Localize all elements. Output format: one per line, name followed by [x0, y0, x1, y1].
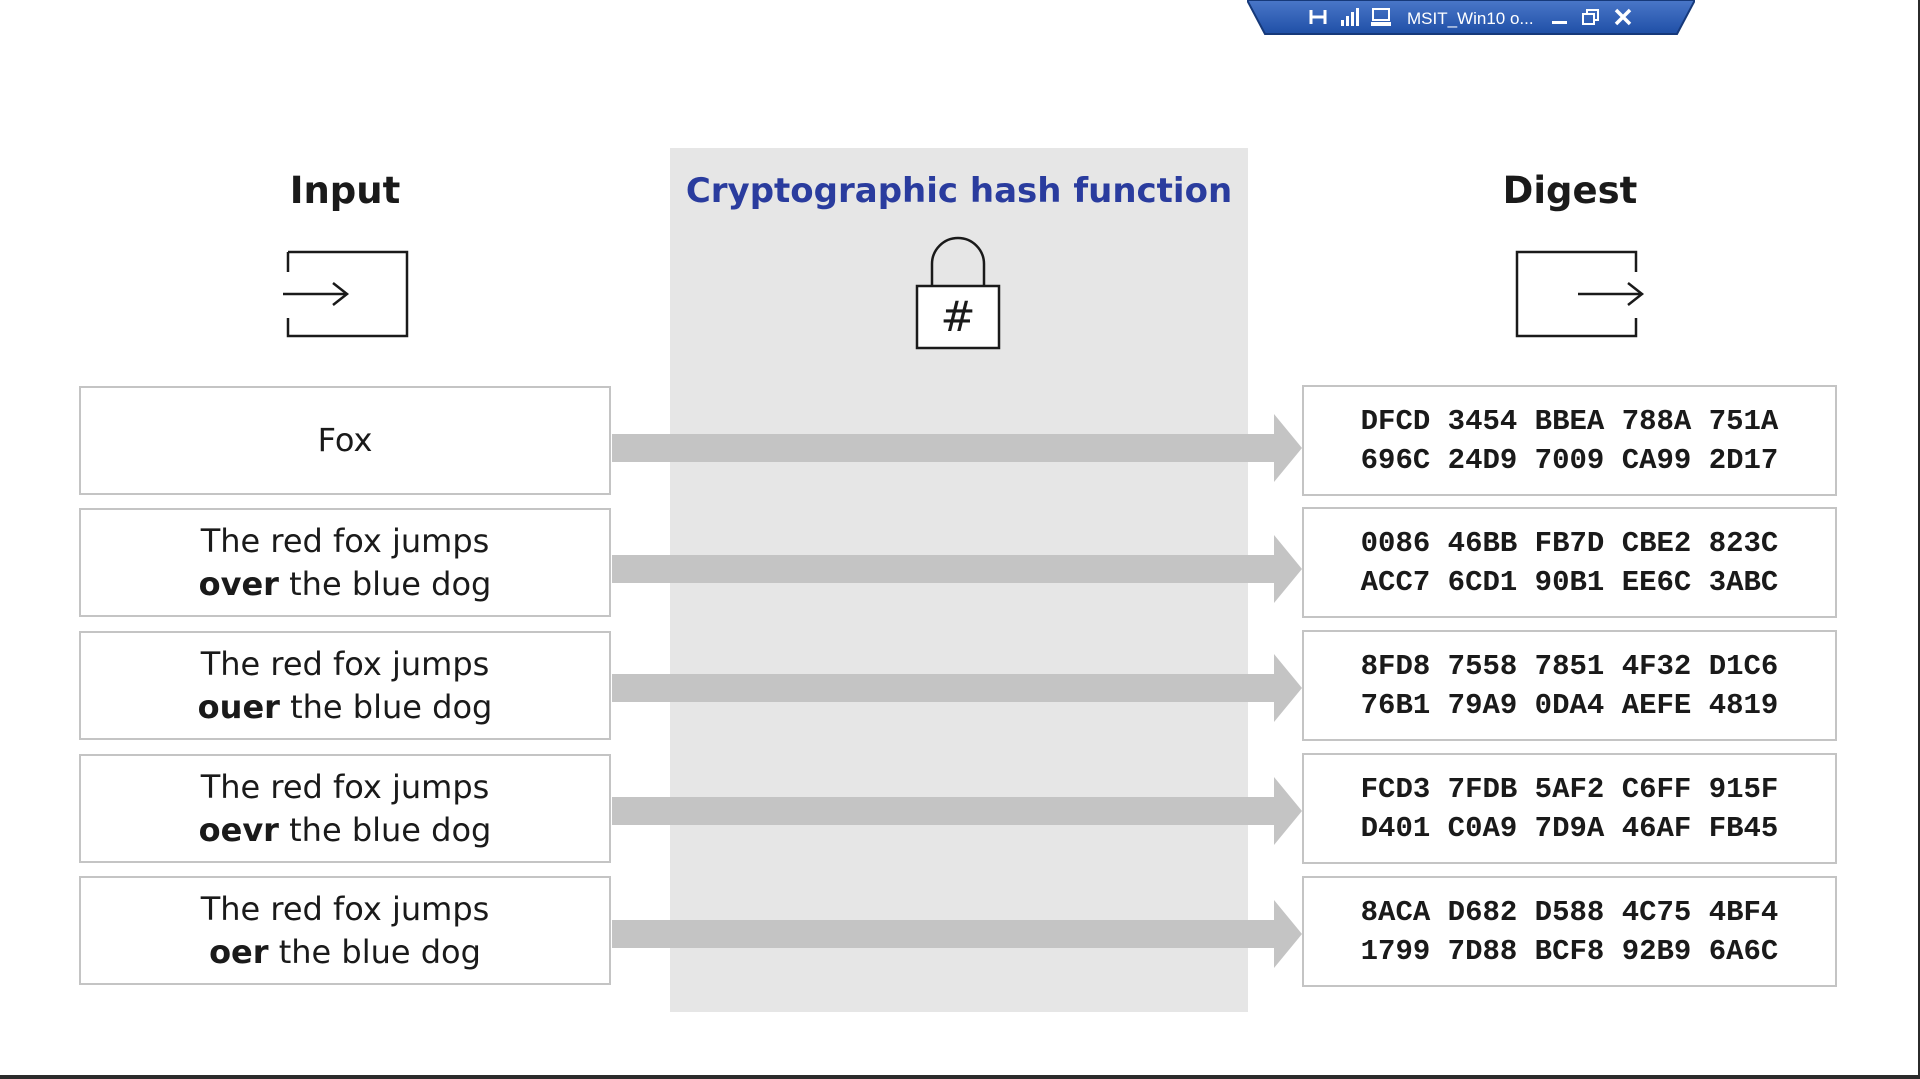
input-line-2: oevr the blue dog	[199, 809, 492, 852]
digest-box-2: 0086 46BB FB7D CBE2 823C ACC7 6CD1 90B1 …	[1302, 507, 1837, 618]
input-changed-word: over	[198, 564, 279, 603]
padlock-hash-icon: #	[915, 236, 1001, 350]
window-bottom-edge	[0, 1075, 1920, 1079]
enter-box-arrow-icon	[283, 250, 409, 338]
digest-box-1: DFCD 3454 BBEA 788A 751A 696C 24D9 7009 …	[1302, 385, 1837, 496]
input-line-rest: the blue dog	[268, 932, 481, 971]
remote-connection-bar: MSIT_Win10 o...	[1247, 0, 1695, 37]
digest-box-4: FCD3 7FDB 5AF2 C6FF 915F D401 C0A9 7D9A …	[1302, 753, 1837, 864]
close-icon[interactable]	[1612, 6, 1634, 28]
digest-line-2: 76B1 79A9 0DA4 AEFE 4819	[1360, 688, 1779, 722]
exit-box-arrow-icon	[1515, 250, 1645, 338]
input-line-1: The red fox jumps	[200, 767, 490, 806]
digest-line-2: D401 C0A9 7D9A 46AF FB45	[1360, 811, 1779, 845]
input-text: Fox	[317, 421, 373, 459]
input-box-4: The red fox jumps oevr the blue dog	[79, 754, 611, 863]
hash-arrow-3	[612, 654, 1302, 722]
signal-icon[interactable]	[1339, 6, 1361, 28]
window-right-edge	[1918, 0, 1920, 1079]
digest-line-1: 0086 46BB FB7D CBE2 823C	[1360, 526, 1779, 560]
input-box-1: Fox	[79, 386, 611, 495]
remote-session-title: MSIT_Win10 o...	[1407, 9, 1534, 28]
input-line-1: The red fox jumps	[200, 889, 490, 928]
digest-box-5: 8ACA D682 D588 4C75 4BF4 1799 7D88 BCF8 …	[1302, 876, 1837, 987]
hash-arrow-5	[612, 900, 1302, 968]
hash-arrow-4	[612, 777, 1302, 845]
input-line-1: The red fox jumps	[200, 521, 490, 560]
hash-arrow-1	[612, 414, 1302, 482]
input-heading: Input	[289, 169, 401, 212]
digest-line-1: DFCD 3454 BBEA 788A 751A	[1360, 404, 1779, 438]
input-line-rest: the blue dog	[278, 564, 492, 603]
minimize-icon[interactable]	[1549, 6, 1571, 28]
digest-line-2: 696C 24D9 7009 CA99 2D17	[1360, 443, 1779, 477]
input-line-1: The red fox jumps	[200, 644, 490, 683]
input-changed-word: oer	[209, 932, 269, 971]
computer-icon[interactable]	[1370, 6, 1392, 28]
digest-heading: Digest	[1502, 169, 1638, 212]
hash-symbol: #	[940, 292, 975, 341]
input-box-5: The red fox jumps oer the blue dog	[79, 876, 611, 985]
input-line-rest: the blue dog	[278, 810, 492, 849]
restore-icon[interactable]	[1580, 6, 1602, 28]
pin-icon[interactable]	[1307, 6, 1329, 28]
input-box-3: The red fox jumps ouer the blue dog	[79, 631, 611, 740]
input-line-2: oer the blue dog	[209, 931, 481, 974]
digest-line-2: 1799 7D88 BCF8 92B9 6A6C	[1360, 934, 1779, 968]
input-line-2: over the blue dog	[199, 563, 492, 606]
digest-line-2: ACC7 6CD1 90B1 EE6C 3ABC	[1360, 565, 1779, 599]
hash-arrow-2	[612, 535, 1302, 603]
hash-function-heading: Cryptographic hash function	[685, 171, 1233, 211]
digest-line-1: 8FD8 7558 7851 4F32 D1C6	[1360, 649, 1779, 683]
input-line-2: ouer the blue dog	[198, 686, 493, 729]
input-line-rest: the blue dog	[279, 687, 493, 726]
input-changed-word: oevr	[198, 810, 279, 849]
digest-line-1: 8ACA D682 D588 4C75 4BF4	[1360, 895, 1779, 929]
input-box-2: The red fox jumps over the blue dog	[79, 508, 611, 617]
digest-box-3: 8FD8 7558 7851 4F32 D1C6 76B1 79A9 0DA4 …	[1302, 630, 1837, 741]
digest-line-1: FCD3 7FDB 5AF2 C6FF 915F	[1360, 772, 1779, 806]
input-changed-word: ouer	[197, 687, 280, 726]
